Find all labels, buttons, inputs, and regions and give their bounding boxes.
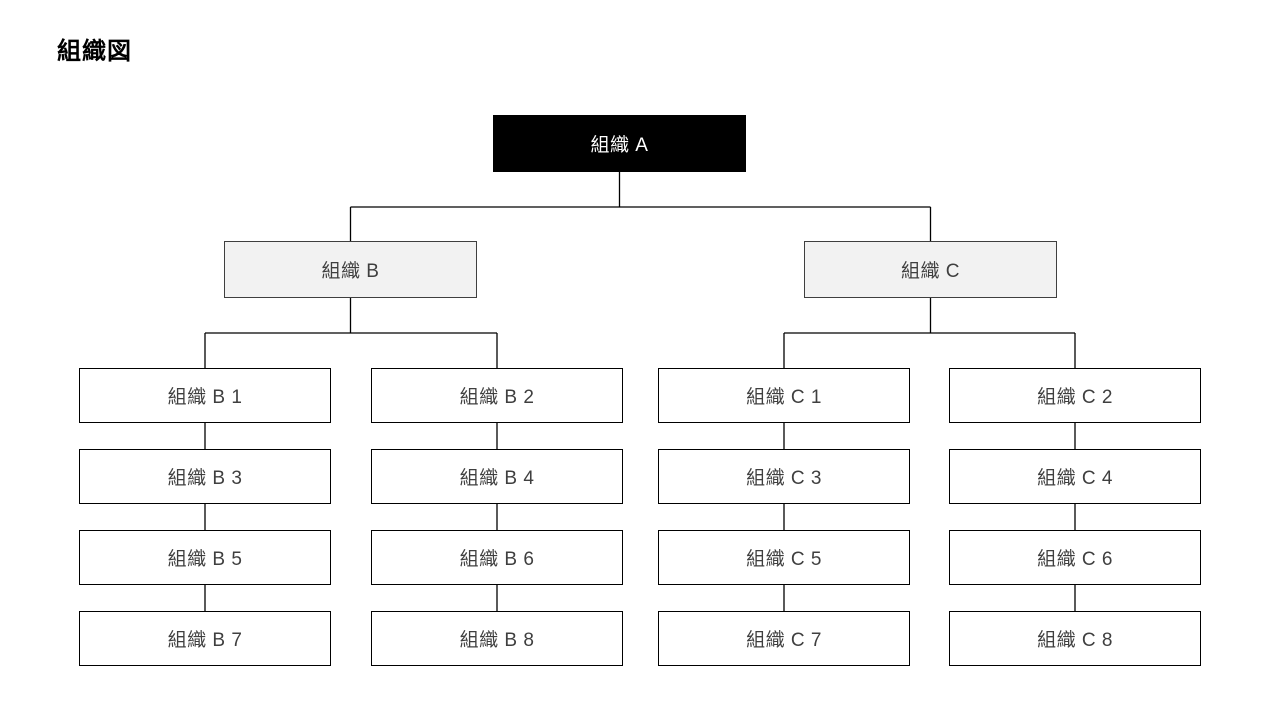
org-node-c1: 組織 C 1 (658, 368, 910, 423)
org-node-b7: 組織 B 7 (79, 611, 331, 666)
org-node-b6: 組織 B 6 (371, 530, 623, 585)
org-node-c4: 組織 C 4 (949, 449, 1201, 504)
org-node-c7: 組織 C 7 (658, 611, 910, 666)
org-node-c5: 組織 C 5 (658, 530, 910, 585)
org-node-b5: 組織 B 5 (79, 530, 331, 585)
connector-c-to-children (783, 298, 1076, 368)
org-node-c8: 組織 C 8 (949, 611, 1201, 666)
org-node-c6: 組織 C 6 (949, 530, 1201, 585)
org-node-c: 組織 C (804, 241, 1057, 298)
org-node-c3: 組織 C 3 (658, 449, 910, 504)
connector-b-to-children (204, 298, 498, 368)
connector-group (204, 172, 1076, 611)
org-node-a: 組織 A (493, 115, 746, 172)
connector-a-to-bc (349, 172, 932, 241)
org-node-b8: 組織 B 8 (371, 611, 623, 666)
org-node-b: 組織 B (224, 241, 477, 298)
org-node-c2: 組織 C 2 (949, 368, 1201, 423)
page-title: 組織図 (57, 38, 132, 65)
org-node-b2: 組織 B 2 (371, 368, 623, 423)
org-node-b3: 組織 B 3 (79, 449, 331, 504)
org-node-b1: 組織 B 1 (79, 368, 331, 423)
org-node-b4: 組織 B 4 (371, 449, 623, 504)
